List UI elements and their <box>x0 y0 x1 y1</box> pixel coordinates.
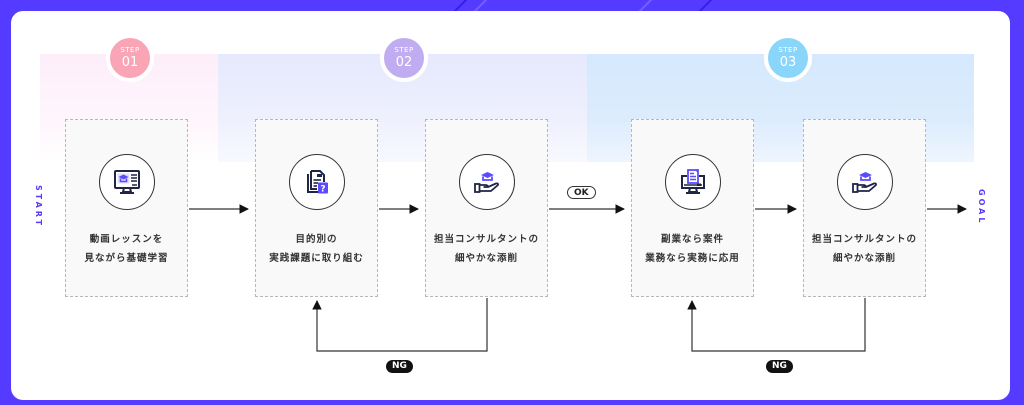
step-description-line: 細やかな添削 <box>454 253 518 264</box>
flow-diagram-card: STEP 01 STEP 02 STEP 03 START GOAL <box>11 11 1010 400</box>
step-description-line: 実践課題に取り組む <box>269 253 364 264</box>
step-label: STEP <box>778 46 798 54</box>
step-description-line: 担当コンサルタントの <box>811 234 917 245</box>
step-description-line: 担当コンサルタントの <box>433 234 539 245</box>
step-description-line: 目的別の <box>295 234 338 245</box>
monitor-document-icon <box>680 169 705 194</box>
ok-badge: OK <box>567 186 596 199</box>
hand-graduation-cap-icon <box>473 172 499 193</box>
step-description: 副業なら案件 業務なら実務に応用 <box>645 230 740 268</box>
step-description: 担当コンサルタントの 細やかな添削 <box>812 230 917 268</box>
ng-badge: NG <box>766 360 793 373</box>
step-description-line: 動画レッスンを <box>89 234 164 245</box>
flow-step-practical-tasks: ? 目的別の 実践課題に取り組む <box>255 119 378 297</box>
step-description-line: 副業なら案件 <box>660 234 724 245</box>
step-01-badge: STEP 01 <box>106 34 154 82</box>
ng-loop-connector <box>312 298 488 352</box>
ng-loop-connector <box>687 298 866 352</box>
ng-badge: NG <box>386 360 413 373</box>
icon-circle <box>98 154 155 210</box>
icon-circle: ? <box>288 154 345 210</box>
step-number: 03 <box>779 55 797 70</box>
step-description: 動画レッスンを 見ながら基礎学習 <box>84 230 168 268</box>
step-number: 01 <box>121 55 139 70</box>
flow-step-basic-learning: 動画レッスンを 見ながら基礎学習 <box>65 119 188 297</box>
step-description-line: 見ながら基礎学習 <box>84 253 169 264</box>
step-description: 担当コンサルタントの 細やかな添削 <box>434 230 539 268</box>
step-label: STEP <box>394 46 414 54</box>
icon-circle <box>836 154 893 210</box>
flow-step-consultant-review-2: 担当コンサルタントの 細やかな添削 <box>803 119 926 297</box>
icon-circle <box>458 154 515 210</box>
step-label: STEP <box>120 46 140 54</box>
flow-step-consultant-review: 担当コンサルタントの 細やかな添削 <box>425 119 548 297</box>
icon-circle <box>664 154 721 210</box>
step-number: 02 <box>395 55 413 70</box>
step-description-line: 業務なら実務に応用 <box>645 253 740 264</box>
svg-text:?: ? <box>320 185 325 195</box>
step-description: 目的別の 実践課題に取り組む <box>269 230 364 268</box>
hand-graduation-cap-icon <box>851 172 877 193</box>
step-02-badge: STEP 02 <box>380 34 428 82</box>
documents-question-icon: ? <box>306 170 328 195</box>
flow-step-apply-work: 副業なら案件 業務なら実務に応用 <box>631 119 754 297</box>
goal-label: GOAL <box>977 189 986 226</box>
start-label: START <box>34 185 43 229</box>
step-description-line: 細やかな添削 <box>832 253 896 264</box>
step-03-badge: STEP 03 <box>764 34 812 82</box>
monitor-graduation-cap-icon <box>113 170 140 194</box>
